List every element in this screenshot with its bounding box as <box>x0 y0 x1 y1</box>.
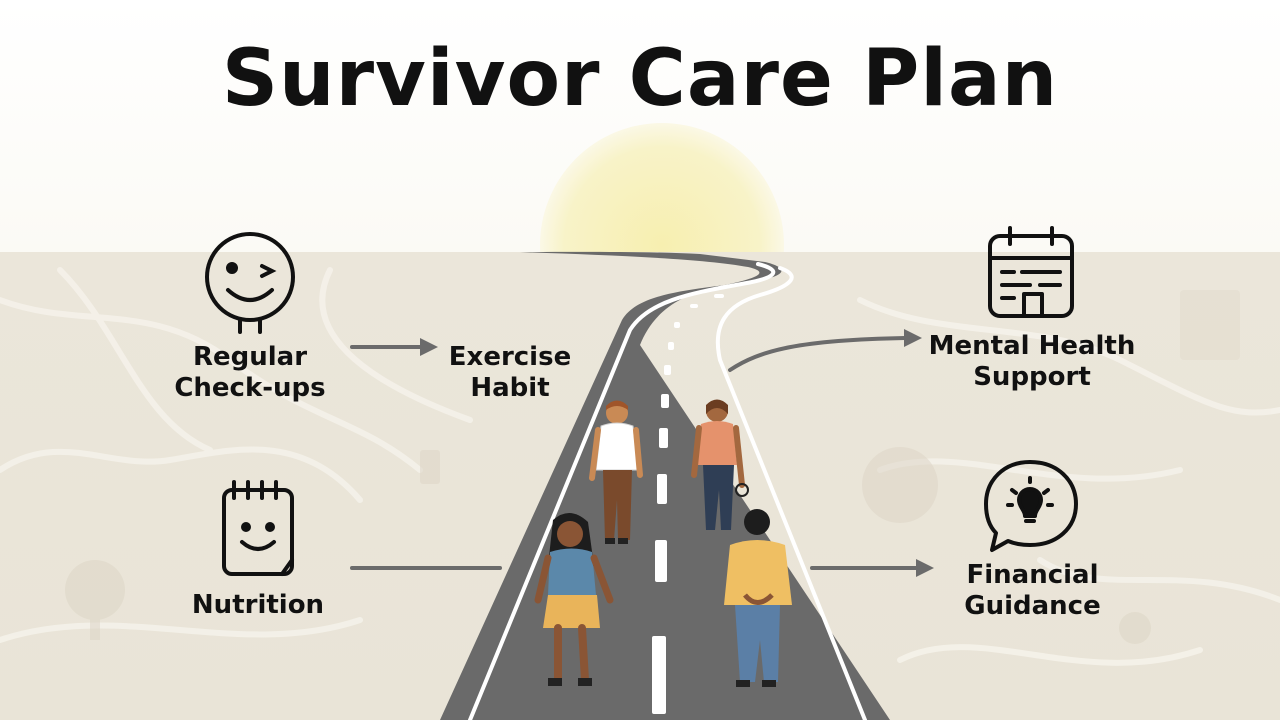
label-line: Support <box>973 362 1091 392</box>
walker-yellow-shirt <box>724 509 792 687</box>
road-center-dashes <box>652 294 724 714</box>
road-edge-right <box>715 266 867 720</box>
label-regular-checkups: Regular Check-ups <box>150 342 350 404</box>
label-nutrition: Nutrition <box>168 590 348 621</box>
page-title: Survivor Care Plan <box>221 34 1059 124</box>
label-line: Exercise <box>448 342 572 372</box>
road-edge-left <box>468 262 775 720</box>
smiling-notepad-icon <box>222 480 294 576</box>
label-line: Mental Health <box>928 331 1136 361</box>
winking-smiley-icon <box>205 232 295 334</box>
label-exercise-habit: Exercise Habit <box>430 342 590 404</box>
label-mental-health-support: Mental Health Support <box>922 331 1142 393</box>
label-line: Habit <box>470 373 550 403</box>
label-line: Guidance <box>964 591 1101 621</box>
label-line: Nutrition <box>191 590 325 620</box>
arrowheads <box>420 329 934 577</box>
arrows <box>350 336 920 570</box>
label-line: Regular <box>192 342 308 372</box>
calendar-icon <box>988 226 1074 318</box>
label-line: Check-ups <box>174 373 326 403</box>
background-map-shapes <box>65 290 1240 644</box>
label-financial-guidance: Financial Guidance <box>940 560 1125 622</box>
walker-white-shirt <box>589 400 643 544</box>
walker-blue-shirt <box>534 512 614 686</box>
walker-orange-shirt <box>691 399 749 530</box>
label-line: Financial <box>966 560 1099 590</box>
arrow-road-to-mental-health <box>728 336 907 372</box>
lightbulb-speech-bubble-icon <box>984 460 1078 552</box>
